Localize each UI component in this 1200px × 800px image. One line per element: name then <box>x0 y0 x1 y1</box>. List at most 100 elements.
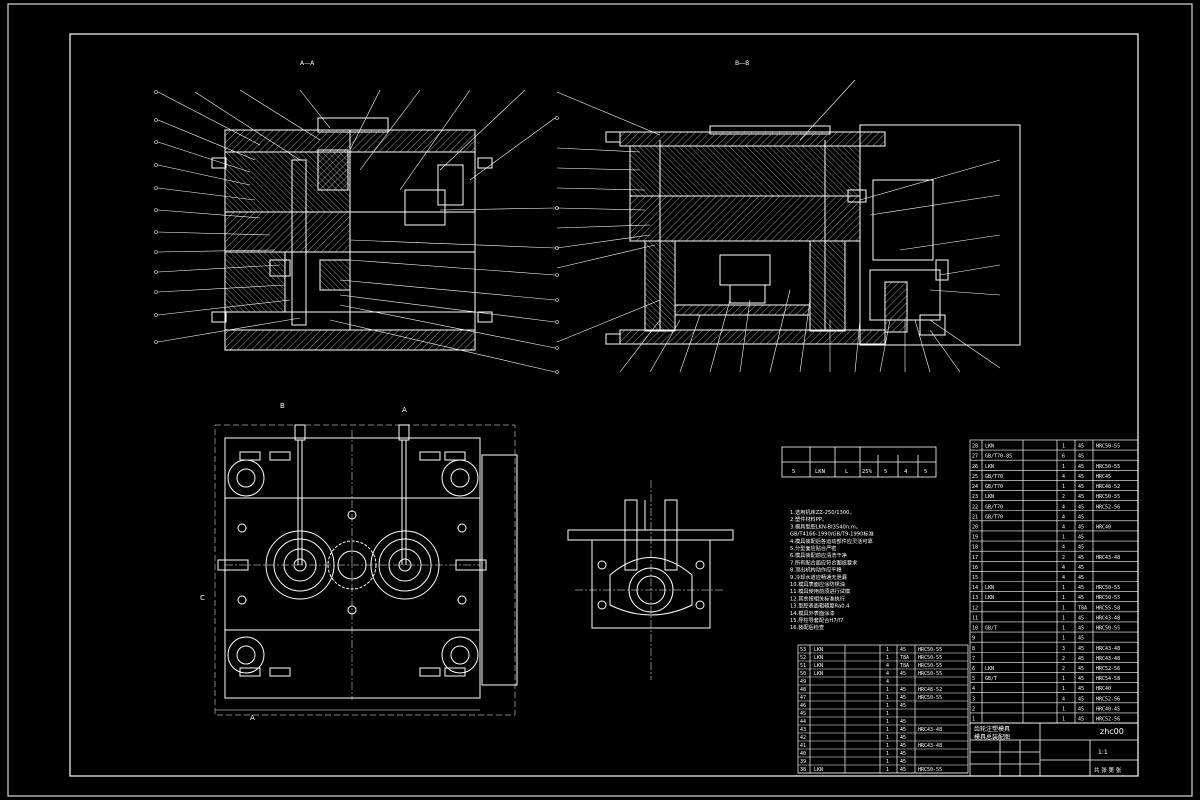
bom-cell-note: HRC50-55 <box>1096 585 1120 591</box>
bom-cell-note: HRC52-56 <box>1096 717 1120 723</box>
bom-cell-no: 51 <box>800 663 806 669</box>
bom-cell-qty: 4 <box>1062 504 1065 510</box>
tech-requirement-line: 14.模具外表面涂漆 <box>790 609 835 617</box>
bom-cell-no: 7 <box>972 656 975 662</box>
param-cell-1: 5 <box>792 469 795 475</box>
bom-cell-qty: 1 <box>1062 535 1065 541</box>
plan-view: B A C A <box>200 402 518 722</box>
bom-cell-material: 45 <box>1078 585 1084 591</box>
bom-cell-no: 25 <box>972 474 978 480</box>
inner-frame <box>69 33 1139 777</box>
tech-requirement-line: 11.模具使用前须进行试模 <box>790 587 850 595</box>
bom-cell-no: 17 <box>972 555 978 561</box>
bom-cell-name: LKN <box>814 663 823 669</box>
bom-cell-note: HRC50-55 <box>1096 444 1120 450</box>
bom-cell-material: 45 <box>1078 686 1084 692</box>
bom-cell-no: 16 <box>972 565 978 571</box>
bom-cell-name: GB/T70-85 <box>985 454 1012 460</box>
bom-cell-material: 45 <box>1078 646 1084 652</box>
bom-cell-note: HRC50-55 <box>918 655 942 661</box>
bom-cell-material: 45 <box>1078 494 1084 500</box>
tech-requirement-line: 3.模具型腔LKN-BI3540n.m。 <box>790 522 861 530</box>
tech-requirement-line: 9.冷却水道应畅通无泄漏 <box>790 573 847 581</box>
bom-cell-qty: 1 <box>1062 605 1065 611</box>
section-a-balloons <box>154 90 559 374</box>
bom-cell-no: 20 <box>972 524 978 530</box>
tech-requirement-line: 16.装配后检查 <box>790 623 824 631</box>
tech-requirement-line: 15.导柱导套配合H7/f7 <box>790 616 843 624</box>
bom-cell-material: 45 <box>1078 626 1084 632</box>
bom-cell-no: 15 <box>972 575 978 581</box>
bom-cell-material: 45 <box>1078 676 1084 682</box>
bom-cell-no: 48 <box>800 687 806 693</box>
bom-cell-no: 49 <box>800 679 806 685</box>
bom-cell-no: 2 <box>972 706 975 712</box>
tech-requirements: 1.选用机床ZZ-250/1300。2.塑件材料PP。3.模具型腔LKN-BI3… <box>790 508 874 631</box>
bom-cell-qty: 1 <box>1062 636 1065 642</box>
bom-cell-name: GB/T70 <box>985 484 1003 490</box>
bom-cell-qty: 1 <box>886 727 889 733</box>
bom-cell-qty: 1 <box>1062 626 1065 632</box>
bom-cell-material: 45 <box>1078 464 1084 470</box>
bom-cell-material: 45 <box>900 751 906 757</box>
bom-cell-no: 53 <box>800 647 806 653</box>
bom-cell-material: T8A <box>1078 605 1087 611</box>
bom-cell-note: HRC54-58 <box>1096 676 1120 682</box>
bom-cell-qty: 1 <box>1062 686 1065 692</box>
bom-cell-material: 45 <box>900 735 906 741</box>
bom-cell-qty: 1 <box>886 711 889 717</box>
bom-cell-name: LKN <box>985 595 994 601</box>
bom-cell-no: 45 <box>800 711 806 717</box>
bom-cell-note: HRC52-56 <box>1096 696 1120 702</box>
bom-cell-qty: 1 <box>886 703 889 709</box>
param-cell-2: LKN <box>815 469 825 475</box>
tech-requirement-line: 10.模具表面应涂防锈油 <box>790 580 845 588</box>
bom-cell-no: 47 <box>800 695 806 701</box>
bom-cell-no: 12 <box>972 605 978 611</box>
bom-cell-note: HRC40-45 <box>1096 706 1120 712</box>
bom-cell-note: HRC50-55 <box>1096 626 1120 632</box>
bom-cell-no: 43 <box>800 727 806 733</box>
section-b-view: B—B <box>605 60 1021 346</box>
bom-cell-no: 19 <box>972 535 978 541</box>
tech-requirement-line: 7.所有配合面应符合图纸要求 <box>790 558 858 566</box>
bom-cell-no: 44 <box>800 719 806 725</box>
bom-cell-no: 40 <box>800 751 806 757</box>
bom-cell-name: LKN <box>814 767 823 773</box>
bom-cell-note: HRC40 <box>1096 686 1111 692</box>
bom-cell-material: 45 <box>1078 555 1084 561</box>
param-cell-6: 4 <box>904 469 908 475</box>
bom-cell-qty: 1 <box>1062 676 1065 682</box>
bom-cell-no: 46 <box>800 703 806 709</box>
bom-cell-material: 45 <box>900 719 906 725</box>
bom-cell-no: 23 <box>972 494 978 500</box>
bom-cell-note: HRC43-48 <box>918 727 942 733</box>
param-cell-7: 5 <box>924 469 927 475</box>
bom-cell-material: 45 <box>1078 565 1084 571</box>
bom-cell-name: LKN <box>814 671 823 677</box>
bom-cell-note: HRC52-56 <box>1096 666 1120 672</box>
bom-cell-material: 45 <box>1078 696 1084 702</box>
bom-cell-name: LKN <box>814 647 823 653</box>
bom-cell-qty: 1 <box>886 695 889 701</box>
bom-cell-no: 4 <box>972 686 975 692</box>
bom-cell-material: T8A <box>900 655 909 661</box>
bom-cell-qty: 4 <box>1062 696 1065 702</box>
param-cell-3: L <box>845 469 849 475</box>
bom-cell-qty: 1 <box>1062 484 1065 490</box>
bom-cell-name: GB/T70 <box>985 504 1003 510</box>
bom-cell-no: 9 <box>972 636 975 642</box>
plan-label-a-top: A <box>402 406 407 414</box>
bom-cell-no: 41 <box>800 743 806 749</box>
bom-cell-no: 8 <box>972 646 975 652</box>
bom-cell-no: 39 <box>800 759 806 765</box>
bom-cell-note: HRC43-48 <box>1096 555 1120 561</box>
bom-cell-material: 45 <box>1078 666 1084 672</box>
bom-cell-no: 52 <box>800 655 806 661</box>
bom-cell-material: 45 <box>900 727 906 733</box>
section-a-view: A—A <box>211 60 493 351</box>
tech-requirement-line: 2.塑件材料PP。 <box>790 515 827 523</box>
bom-cell-material: 45 <box>1078 595 1084 601</box>
bom-cell-note: HRC50-55 <box>1096 464 1120 470</box>
bom-cell-qty: 1 <box>886 647 889 653</box>
